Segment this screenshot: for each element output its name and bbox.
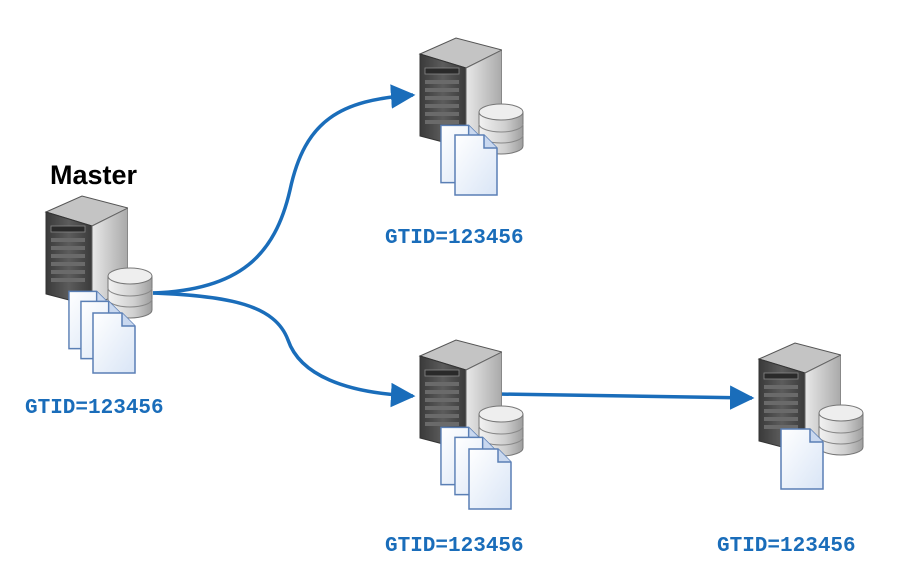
document-icon [454,134,498,196]
replica-node-2 [419,339,524,510]
replica-1-gtid-label: GTID=123456 [385,227,524,250]
arrow-replica-2-to-replica-3 [496,385,755,410]
master-node [45,195,153,374]
document-icon [468,448,512,510]
replica-node-3 [758,342,864,490]
document-icon [92,312,136,374]
arrow-master-to-replica-2 [152,291,416,408]
database-icon [818,404,864,456]
replication-arrows [152,84,755,410]
replica-node-1 [419,37,524,196]
master-gtid-label: GTID=123456 [25,397,164,420]
replica-2-gtid-label: GTID=123456 [385,535,524,558]
document-icon [780,428,824,490]
master-title: Master [50,160,138,190]
replica-3-gtid-label: GTID=123456 [717,535,856,558]
arrow-master-to-replica-1 [152,84,416,295]
